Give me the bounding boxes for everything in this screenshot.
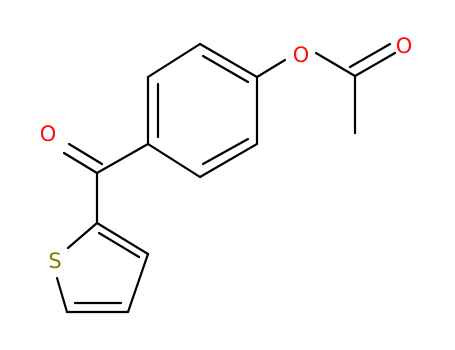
bond-ring-to-ester-oxygen (255, 58, 287, 79)
bond-layer (55, 42, 397, 314)
bond-ketone-to-oxygen-2 (67, 142, 104, 166)
atom-ketone-oxygen: O (40, 122, 57, 146)
atom-thiophene-sulfur: S (48, 249, 61, 273)
bond-ester-oxygen-to-carbonyl (314, 51, 357, 78)
bond-thiophene-s-c5 (55, 276, 69, 314)
bond-thiophene-c4-c3 (126, 252, 150, 314)
atom-ester-carbonyl-oxygen: O (396, 34, 413, 58)
bond-ring-c1-c2 (198, 42, 259, 79)
bond-ring-inner-2 (201, 137, 250, 166)
atom-label-layer: O O O S (40, 34, 413, 273)
bond-carbonyl-to-oxygen-1 (353, 51, 397, 78)
bond-ring-c6-c1 (146, 42, 202, 79)
bond-ketone-to-oxygen-1 (62, 151, 99, 175)
bond-ring-to-ketone-carbon (95, 142, 150, 175)
bond-ring-c4-c5 (146, 142, 202, 179)
atom-ester-oxygen: O (293, 43, 310, 67)
bond-thiophene-c3-c2 (95, 221, 150, 256)
bond-ring-inner-1 (201, 54, 250, 84)
bond-ring-c3-c4 (198, 142, 259, 179)
bond-thiophene-c2-s (66, 221, 99, 250)
bond-thiophene-inner-2 (97, 231, 141, 259)
bond-carbonyl-to-oxygen-2 (348, 42, 392, 69)
